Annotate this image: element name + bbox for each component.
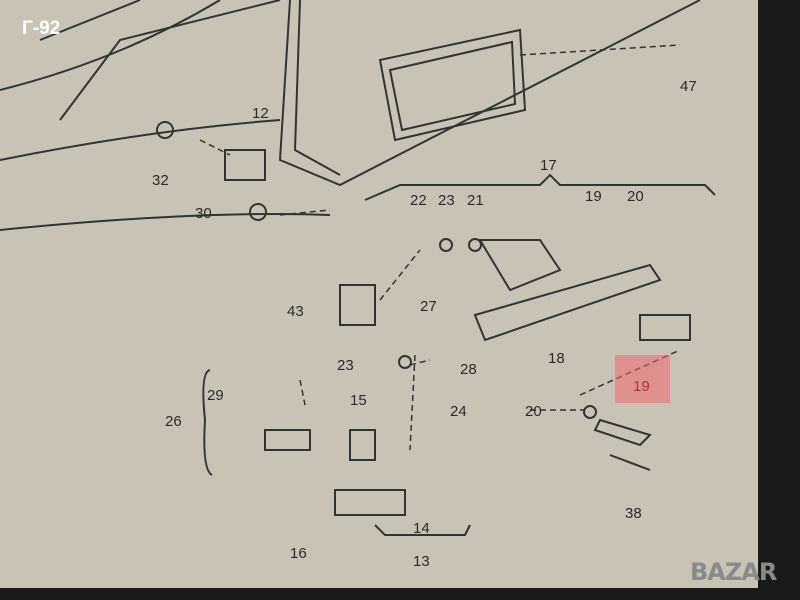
- parts-drawing: [0, 0, 716, 536]
- part-label: 13: [413, 553, 430, 570]
- lock-part-shapes: [224, 149, 691, 516]
- part-label: 29: [207, 387, 224, 404]
- part-label: 38: [625, 505, 642, 522]
- part-label: 23: [438, 192, 455, 209]
- part-label: 47: [680, 78, 697, 95]
- part-label: 26: [165, 413, 182, 430]
- part-32-ring: [156, 121, 174, 139]
- part-label: 16: [290, 545, 307, 562]
- part-label: 18: [548, 350, 565, 367]
- part-label: 20: [525, 403, 542, 420]
- part-label: 30: [195, 205, 212, 222]
- part-label: 12: [252, 105, 269, 122]
- part-label: 19: [585, 188, 602, 205]
- part-label: 14: [413, 520, 430, 537]
- part-30-ring: [249, 203, 267, 221]
- part-label: 43: [287, 303, 304, 320]
- bracket-26: [202, 369, 213, 476]
- part-21-ring: [468, 238, 482, 252]
- rear-body-outline: [0, 0, 331, 231]
- highlight-box: [615, 355, 670, 403]
- part-label: 24: [450, 403, 467, 420]
- tailgate-window: [378, 28, 527, 142]
- watermark-logo: BAZAR: [690, 558, 777, 586]
- part-label: 17: [540, 157, 557, 174]
- part-label: 32: [152, 172, 169, 189]
- part-20-ring: [583, 405, 597, 419]
- part-label: 15: [350, 392, 367, 409]
- part-label: 28: [460, 361, 477, 378]
- bracket-13: [374, 524, 471, 536]
- part-label: 22: [410, 192, 427, 209]
- overlay-title: Г-92: [22, 18, 61, 39]
- part-label: 27: [420, 298, 437, 315]
- part-label: 20: [627, 188, 644, 205]
- part-label-highlighted: 19: [633, 378, 650, 395]
- diagram-screen: 47 12 32 30 17 22 23 21 19 20 43 27 23 2…: [0, 0, 758, 588]
- bracket-17: [364, 173, 716, 201]
- part-label: 21: [467, 192, 484, 209]
- part-label: 23: [337, 357, 354, 374]
- part-23-ring: [439, 238, 453, 252]
- part-23b-ring: [398, 355, 412, 369]
- tailgate-outline: [278, 0, 701, 187]
